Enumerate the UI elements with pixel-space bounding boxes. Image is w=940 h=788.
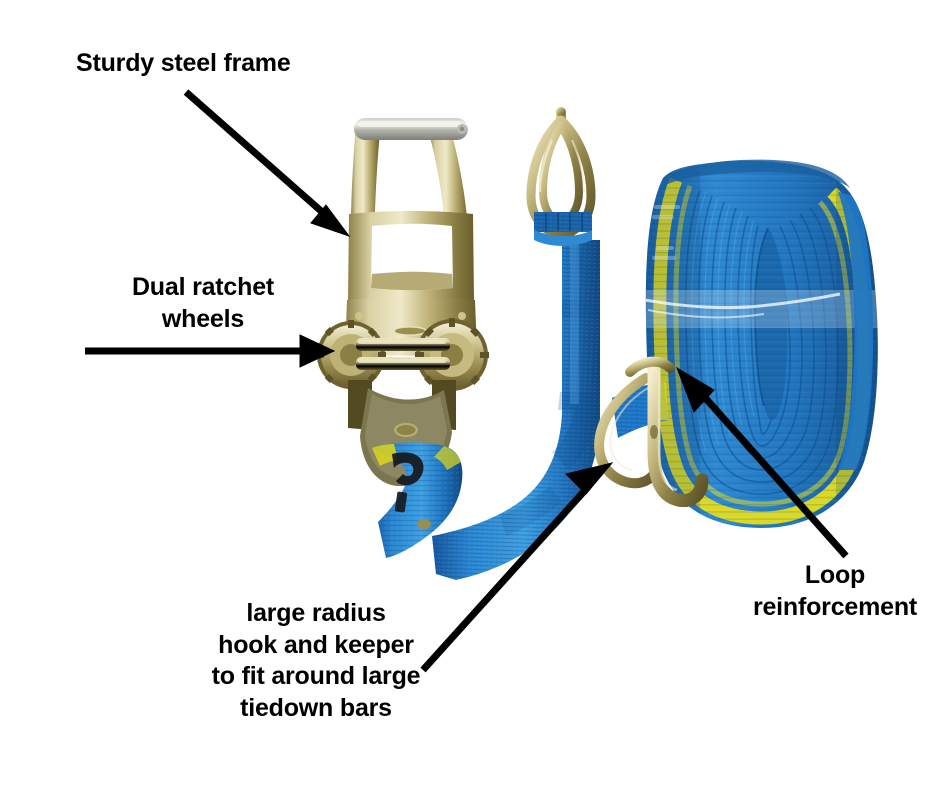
label-loop-reinforcement: Loop reinforcement [752,561,918,621]
label-large-radius-hook-and-keeper: large radius hook and keeper to fit arou… [211,599,421,722]
label-dual-ratchet-wheels: Dual ratchet wheels [131,273,275,333]
label-sturdy-steel-frame: Sturdy steel frame [76,49,291,77]
coiled-webbing [645,159,878,528]
